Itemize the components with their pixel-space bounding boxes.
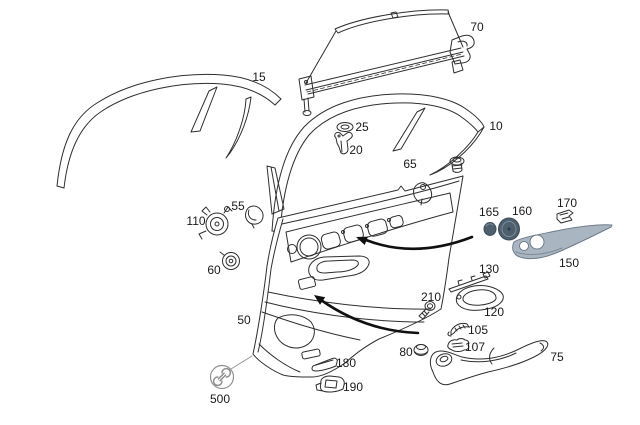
bracket-105-drawing: [447, 322, 470, 337]
clip-20-drawing: [334, 132, 353, 155]
part-label-20: 20: [349, 143, 363, 157]
part-label-70: 70: [470, 20, 484, 34]
part-label-50: 50: [237, 313, 251, 327]
window-frame-drawing: [271, 93, 485, 233]
clip-170-drawing: [556, 209, 574, 224]
door-panel-drawing: [252, 165, 464, 378]
part-label-160: 160: [511, 204, 533, 218]
part-label-55: 55: [231, 199, 245, 213]
part-label-15: 15: [252, 70, 266, 84]
pointer-arrows: [314, 235, 474, 335]
deco-trim-150-drawing: [512, 224, 613, 260]
armrest-drawing: [429, 340, 549, 386]
part-label-120: 120: [483, 305, 505, 319]
part-label-75: 75: [550, 350, 564, 364]
part-label-130: 130: [478, 262, 500, 276]
lamp-lens-180-drawing: [311, 357, 338, 372]
part-label-60: 60: [207, 263, 221, 277]
part-label-105: 105: [467, 323, 489, 337]
cover-disc-160-drawing: [498, 217, 520, 241]
window-seal-drawing: [56, 74, 282, 189]
lamp-190-drawing: [315, 375, 345, 393]
clip-25-drawing: [336, 122, 354, 132]
door-handle-120-drawing: [455, 285, 504, 311]
part-label-150: 150: [558, 256, 580, 270]
part-label-107: 107: [464, 340, 486, 354]
part-label-65: 65: [403, 157, 417, 171]
part-label-165: 165: [478, 205, 500, 219]
clip-60-drawing: [219, 251, 240, 270]
fastener-65-drawing: [449, 156, 465, 173]
part-label-180: 180: [335, 356, 357, 370]
roller-blind-drawing: [298, 9, 475, 116]
bracket-110-drawing: [198, 206, 233, 240]
grommet-80-drawing: [413, 344, 429, 356]
cap-55-drawing: [245, 205, 264, 229]
part-label-110: 110: [186, 214, 206, 228]
part-label-80: 80: [399, 345, 413, 359]
bracket-130-drawing: [448, 271, 491, 293]
clip-107-drawing: [447, 338, 470, 352]
wrench-icon: [209, 355, 253, 390]
part-label-25: 25: [355, 120, 369, 134]
screw-210-drawing: [418, 301, 436, 320]
part-label-210: 210: [420, 290, 442, 304]
part-label-500: 500: [209, 392, 231, 406]
part-label-190: 190: [342, 380, 364, 394]
cover-disc-165-drawing: [483, 222, 497, 236]
part-label-170: 170: [556, 196, 578, 210]
part-label-10: 10: [489, 119, 503, 133]
